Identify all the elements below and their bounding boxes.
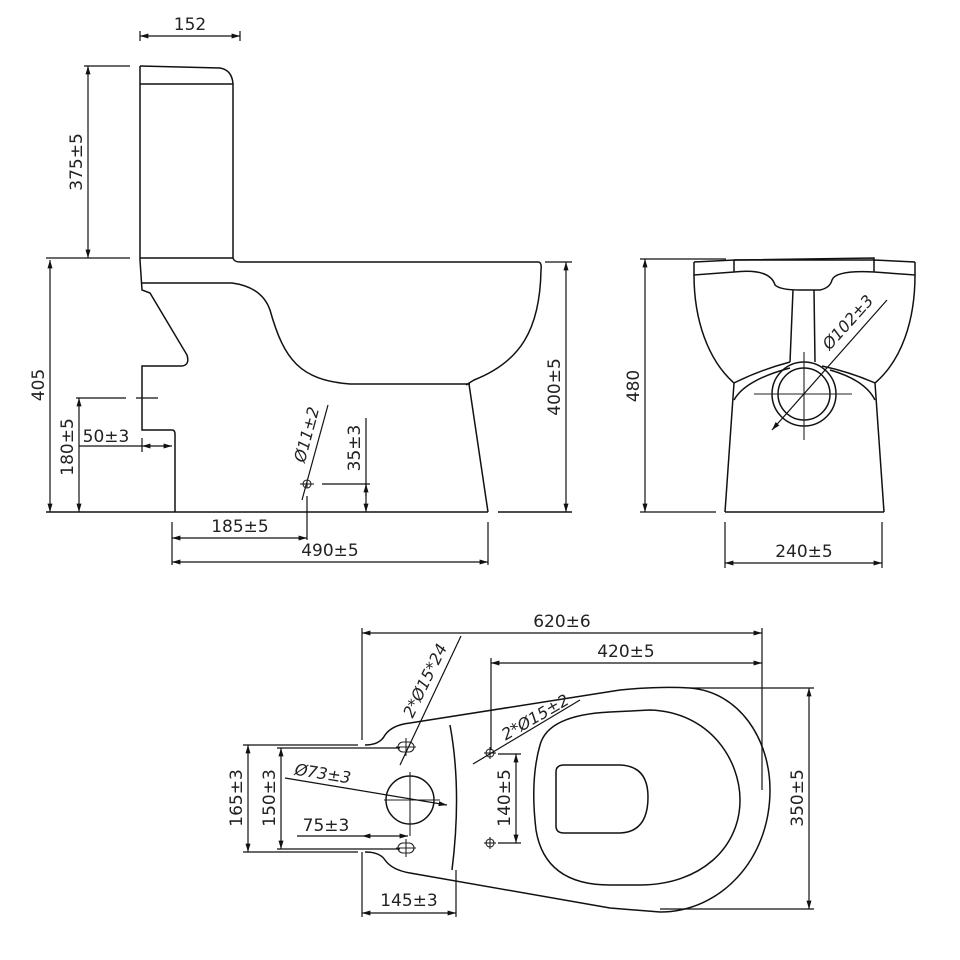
seat-hole-icon — [484, 837, 496, 849]
dim-back-total-height: 480 — [624, 370, 644, 402]
dim-overall-length: 490±5 — [301, 541, 359, 561]
dim-outlet-height: 180±5 — [58, 418, 78, 476]
dim-cistern-hole-spec: 2*Ø15*24 — [399, 641, 451, 721]
dim-outer-width: 165±3 — [227, 769, 247, 827]
dim-total-height: 405 — [29, 369, 49, 401]
top-view: 620±6 420±5 2*Ø15*24 2*Ø15±2 165±3 150±3… — [227, 612, 814, 917]
dim-fixing-hole-height: 35±3 — [345, 425, 365, 472]
dim-seat-fix-to-front: 420±5 — [597, 642, 655, 662]
back-view: Ø102±3 480 240±5 — [624, 257, 916, 568]
dim-seat-hole-spacing: 140±5 — [495, 769, 515, 827]
dim-overall-width: 350±5 — [788, 769, 808, 827]
dim-bowl-height: 400±5 — [545, 358, 565, 416]
dim-outlet-projection: 50±3 — [83, 427, 130, 447]
dim-top-overall-length: 620±6 — [533, 612, 591, 632]
seat-hole-icon — [484, 747, 496, 759]
dim-cistern-hole-spacing: 150±3 — [260, 769, 280, 827]
cistern-hole-icon — [396, 839, 416, 857]
dim-seat-hole-spec: 2*Ø15±2 — [498, 690, 572, 744]
dim-flush-hole-diameter: Ø73±3 — [292, 760, 352, 788]
dim-cistern-depth: 152 — [174, 15, 206, 35]
dim-fixing-hole-diameter: Ø11±2 — [290, 405, 323, 466]
dim-base-width: 240±5 — [775, 542, 833, 562]
dim-fixing-hole-distance: 185±5 — [211, 517, 269, 537]
dim-flush-hole-offset: 75±3 — [303, 816, 350, 836]
side-view: 152 375±5 405 180±5 50±3 Ø11±2 35±3 — [29, 15, 572, 565]
dim-cistern-height: 375±5 — [67, 133, 87, 191]
dim-cistern-plate-length: 145±3 — [380, 891, 438, 911]
